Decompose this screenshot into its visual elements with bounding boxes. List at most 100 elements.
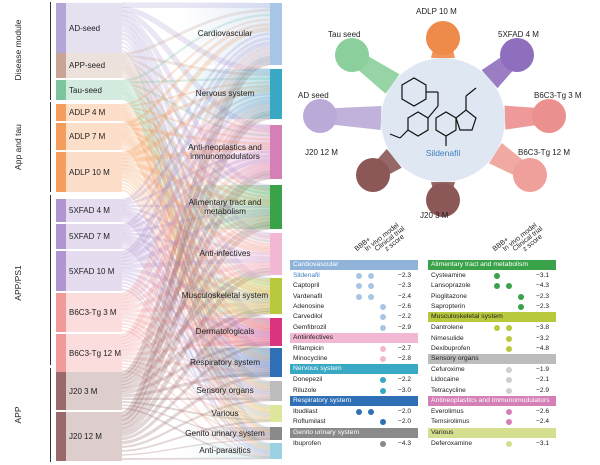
sankey-flow — [121, 356, 271, 374]
sankey-flow — [121, 267, 271, 304]
sankey-flow — [121, 27, 271, 156]
sankey-flow — [121, 88, 271, 287]
left-node-bar — [56, 412, 66, 461]
sankey-flow — [121, 238, 271, 367]
left-node-bar — [56, 152, 66, 192]
table-section-header: Respiratory system — [290, 396, 418, 406]
sankey-flow — [121, 113, 271, 357]
table-row: Everolimus — [431, 408, 464, 415]
sankey-flow — [121, 154, 271, 231]
hub-spoke-label: ADLP 10 M — [416, 7, 457, 16]
left-node-label: J20 12 M — [66, 412, 122, 461]
sankey-flow — [121, 37, 271, 227]
table-dot — [356, 283, 362, 290]
z-score: −3.1 — [536, 439, 550, 447]
left-node-label: ADLP 10 M — [66, 152, 122, 192]
sankey-flow — [121, 399, 271, 448]
table-dot — [506, 325, 512, 332]
table-row: Lidocaine — [431, 376, 460, 384]
left-node-bar — [56, 123, 66, 150]
sankey-flow — [121, 65, 271, 323]
left-node-label: Tau-seed — [66, 80, 122, 100]
table-dot — [380, 387, 386, 394]
sankey-flow — [121, 218, 271, 348]
sankey-flow — [121, 179, 271, 391]
table-row: Temsirolimus — [431, 418, 470, 426]
hub-spoke-node — [356, 158, 390, 192]
sankey-flow — [121, 261, 271, 310]
sankey-flow — [121, 56, 271, 133]
hub-spoke-node — [500, 38, 534, 72]
right-node-label: Sensory organs — [180, 381, 270, 401]
hub-spoke-label: J20 3 M — [420, 211, 449, 220]
sankey-flow — [121, 224, 271, 429]
right-node-bar — [270, 443, 282, 459]
right-node-bar — [270, 233, 282, 275]
right-node-bar — [270, 318, 282, 346]
left-node-label: 5XFAD 4 M — [66, 199, 122, 222]
sankey-flow — [121, 118, 271, 432]
table-section-header: Alimentary tract and metabolism — [428, 260, 556, 270]
table-row: Ibuprofen — [293, 439, 321, 447]
sankey-flow — [121, 119, 271, 449]
table-row: Donepezil — [293, 376, 323, 384]
sankey-flow — [121, 274, 271, 369]
sankey-flow — [121, 59, 271, 417]
z-score: −2.0 — [398, 408, 412, 415]
table-section-header: Cardiovascular — [290, 260, 418, 270]
hub-spoke-node — [426, 21, 460, 55]
sankey-flow — [121, 63, 271, 284]
group-bracket — [50, 195, 51, 365]
z-score: −2.7 — [398, 344, 412, 352]
sankey-flow — [121, 236, 271, 336]
table-dot — [518, 303, 524, 310]
table-dot — [380, 324, 386, 331]
sankey-flow — [121, 242, 271, 416]
sankey-flow — [121, 55, 271, 376]
sankey-flow — [121, 271, 271, 433]
sankey-flow — [121, 86, 271, 243]
sankey-flow — [121, 186, 271, 434]
sankey-flow — [121, 310, 271, 437]
sankey-flow — [121, 147, 271, 450]
right-node-label: Anti-infectives — [180, 233, 270, 275]
z-score: −2.9 — [398, 323, 412, 331]
sankey-flow — [121, 268, 271, 389]
left-node-bar — [56, 3, 66, 53]
sankey-flow — [121, 89, 271, 325]
sankey-flow — [121, 175, 271, 362]
table-row: Gemfibrozil — [293, 323, 327, 331]
table-dot — [506, 419, 512, 426]
table-dot — [494, 325, 500, 332]
sankey-flow — [121, 83, 271, 137]
sankey-flow — [121, 103, 271, 301]
sankey-flow — [121, 106, 271, 141]
table-row: Sapropterin — [431, 302, 466, 310]
table-dot — [518, 293, 524, 300]
hub-spoke-node — [532, 99, 566, 133]
table-row: Riluzole — [293, 386, 317, 394]
sankey-flow — [121, 37, 271, 383]
table-dot — [380, 356, 386, 363]
sankey-flow — [121, 210, 271, 334]
table-row: Dexibuprofen — [431, 344, 471, 352]
sankey-flow — [121, 58, 271, 192]
table-section-header: Sensory organs — [428, 354, 556, 365]
z-score: −2.8 — [398, 355, 412, 363]
sankey-flow — [121, 69, 271, 385]
sankey-flow — [121, 221, 271, 386]
right-node-bar — [270, 348, 282, 377]
group-bracket — [50, 368, 51, 462]
table-dot — [506, 440, 512, 447]
table-dot — [368, 409, 374, 415]
left-node-bar — [56, 251, 66, 291]
sankey-flow — [121, 369, 271, 457]
sankey-flow — [121, 110, 271, 289]
z-score: −3.8 — [536, 324, 550, 332]
left-node-bar — [56, 372, 66, 410]
z-score: −2.6 — [398, 302, 412, 310]
right-node-label: Anti-neoplastics and immunomodulators — [180, 125, 270, 179]
sankey-flow — [121, 32, 271, 202]
z-score: −2.3 — [536, 302, 550, 310]
table-dot — [506, 345, 512, 352]
